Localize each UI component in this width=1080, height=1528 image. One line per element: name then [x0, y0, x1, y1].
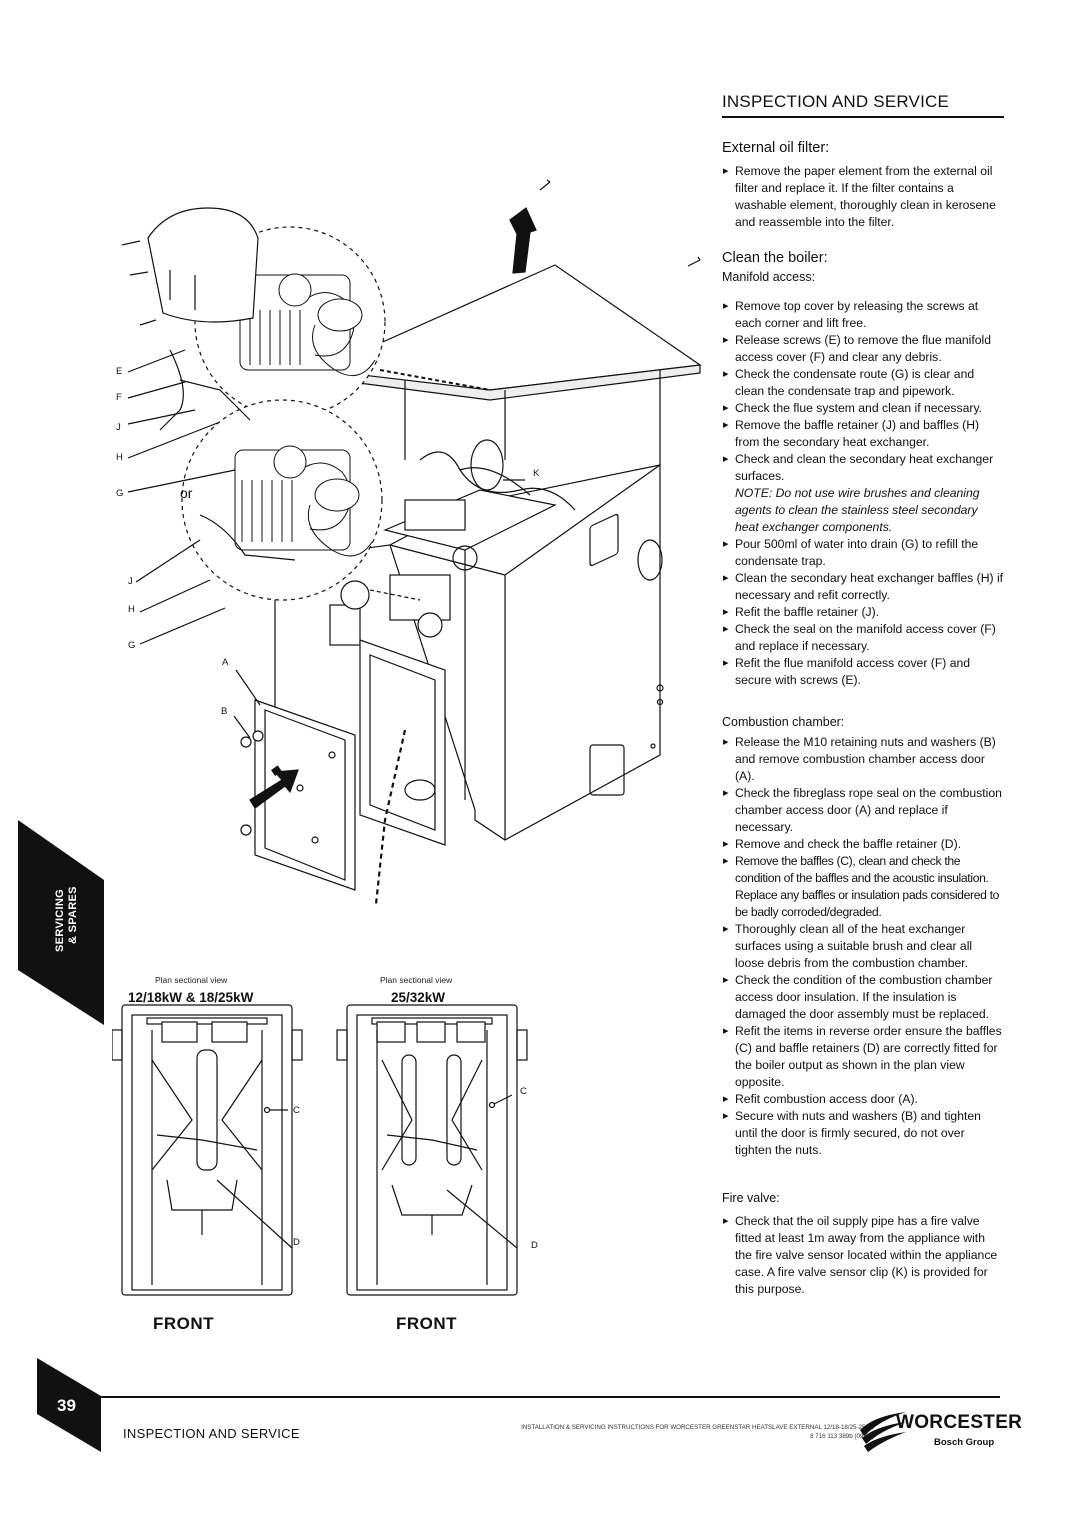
list-item: Refit the flue manifold access cover (F)…: [722, 655, 1004, 689]
clean-boiler-section: Clean the boiler: Manifold access: Remov…: [722, 250, 1004, 689]
label-e: E: [116, 366, 123, 377]
manifold-steps-2: Pour 500ml of water into drain (G) to re…: [722, 536, 1004, 689]
label-c-right: C: [520, 1086, 527, 1097]
label-k: K: [533, 468, 540, 479]
list-item: Remove the baffles (C), clean and check …: [722, 853, 1004, 921]
list-item: Refit the baffle retainer (J).: [722, 604, 1004, 621]
worcester-logo-icon: [860, 1412, 906, 1452]
list-item: Remove top cover by releasing the screws…: [722, 298, 1004, 332]
plan-caption-left: Plan sectional view: [155, 975, 228, 985]
external-oil-filter-heading: External oil filter:: [722, 140, 830, 156]
external-oil-filter-section: External oil filter: Remove the paper el…: [722, 140, 1004, 231]
list-item: Check and clean the secondary heat excha…: [722, 451, 1004, 485]
plan-view-right: [336, 1004, 528, 1296]
side-tab-line1: SERVICING: [54, 888, 66, 952]
footer-section-title: INSPECTION AND SERVICE: [123, 1426, 300, 1441]
list-item: Check the fibreglass rope seal on the co…: [722, 785, 1004, 836]
list-item: Clean the secondary heat exchanger baffl…: [722, 570, 1004, 604]
note-text: NOTE: Do not use wire brushes and cleani…: [735, 486, 980, 534]
plan-view-left: [112, 1004, 303, 1296]
side-tab-text: SERVICING & SPARES: [19, 874, 109, 974]
front-label-left: FRONT: [153, 1314, 215, 1333]
combustion-chamber-heading: Combustion chamber:: [722, 715, 845, 729]
brand-group: Bosch Group: [934, 1437, 995, 1448]
fire-valve-heading: Fire valve:: [722, 1191, 780, 1205]
label-h: H: [116, 452, 123, 463]
list-item: Remove and check the baffle retainer (D)…: [722, 836, 1004, 853]
list-item: Release screws (E) to remove the flue ma…: [722, 332, 1004, 366]
list-item: Pour 500ml of water into drain (G) to re…: [722, 536, 1004, 570]
list-item: Refit the items in reverse order ensure …: [722, 1023, 1004, 1091]
list-item: Secure with nuts and washers (B) and tig…: [722, 1108, 1004, 1159]
page-title: INSPECTION AND SERVICE: [722, 92, 1004, 118]
label-a: A: [222, 657, 229, 668]
label-c-left: C: [293, 1105, 300, 1116]
list-item: Thoroughly clean all of the heat exchang…: [722, 921, 1004, 972]
list-item: Check that the oil supply pipe has a fir…: [722, 1213, 1004, 1298]
clean-boiler-heading: Clean the boiler:: [722, 250, 828, 266]
fire-valve-section: Fire valve: Check that the oil supply pi…: [722, 1190, 1004, 1298]
page-number: 39: [57, 1396, 76, 1415]
plan-title-left: 12/18kW & 18/25kW: [128, 990, 254, 1005]
side-tab-line2: & SPARES: [67, 886, 79, 944]
plan-title-right: 25/32kW: [391, 990, 446, 1005]
front-label-right: FRONT: [396, 1314, 458, 1333]
list-item: Check the condition of the combustion ch…: [722, 972, 1004, 1023]
plan-caption-right: Plan sectional view: [380, 975, 453, 985]
label-g-2: G: [128, 640, 136, 651]
label-d-left: D: [293, 1237, 300, 1248]
list-item: Refit combustion access door (A).: [722, 1091, 1004, 1108]
manifold-steps: Remove top cover by releasing the screws…: [722, 298, 1004, 485]
list-item: Check the seal on the manifold access co…: [722, 621, 1004, 655]
list-item: Check the condensate route (G) is clear …: [722, 366, 1004, 400]
label-d-right: D: [531, 1240, 538, 1251]
label-b: B: [221, 706, 228, 717]
page-number-tab: [37, 1358, 101, 1452]
label-j-2: J: [128, 576, 133, 587]
label-j: J: [116, 422, 121, 433]
boiler-exploded-diagram: [121, 179, 702, 905]
label-f: F: [116, 392, 122, 403]
brand-name: WORCESTER: [896, 1412, 1023, 1433]
footer-document-code: 8 716 113 389b (09/07): [810, 1433, 874, 1440]
section-side-tab: [18, 820, 104, 1025]
combustion-chamber-section: Combustion chamber: Release the M10 reta…: [722, 714, 1004, 1159]
footer-document-title: INSTALLATION & SERVICING INSTRUCTIONS FO…: [521, 1424, 874, 1431]
manifold-access-heading: Manifold access:: [722, 270, 816, 284]
list-item: Check the flue system and clean if neces…: [722, 400, 1004, 417]
footer-rule: [100, 1396, 1000, 1398]
label-h-2: H: [128, 604, 135, 615]
list-item: Remove the baffle retainer (J) and baffl…: [722, 417, 1004, 451]
label-g: G: [116, 488, 124, 499]
plan-sectional-views: [112, 1004, 528, 1296]
list-item: Remove the paper element from the extern…: [722, 163, 1004, 231]
label-or: or: [180, 485, 193, 501]
list-item: Release the M10 retaining nuts and washe…: [722, 734, 1004, 785]
